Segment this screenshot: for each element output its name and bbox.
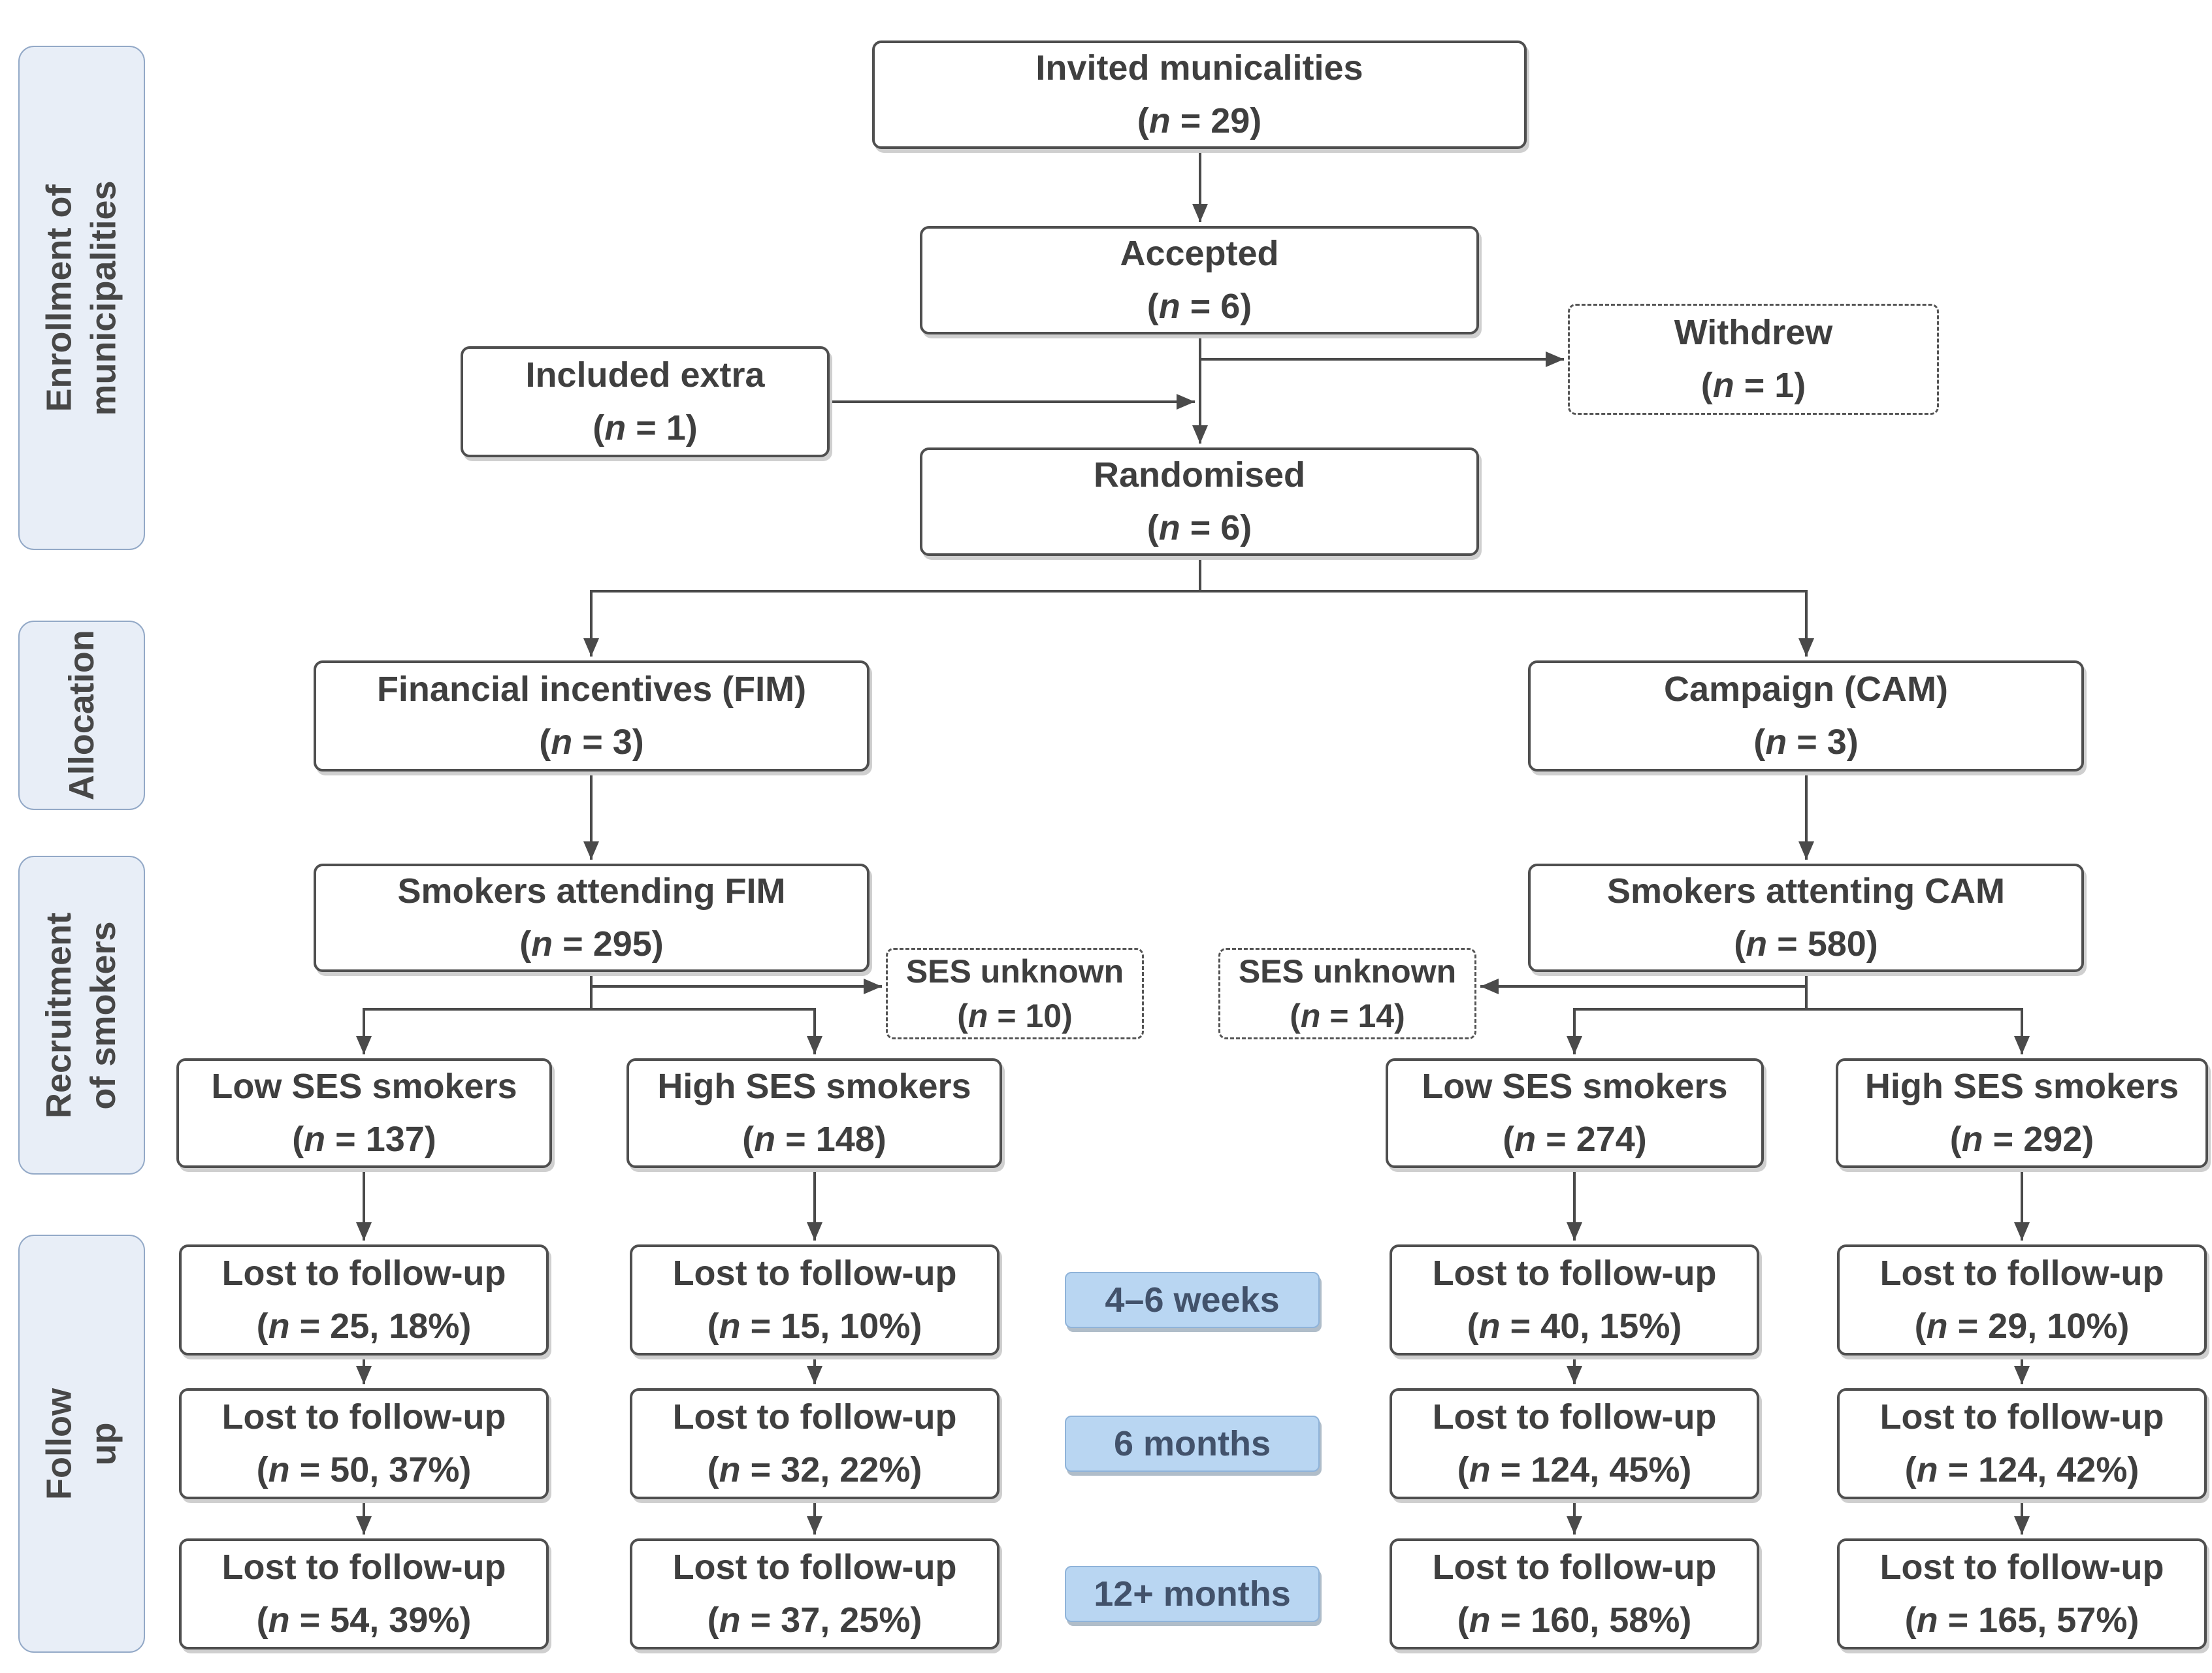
box-n: (n = 10) [957,998,1073,1034]
box-label: SES unknown [905,953,1124,990]
box-label: Lost to follow-up [1432,1397,1717,1437]
box-label: Lost to follow-up [672,1548,957,1587]
stage-label: Allocation [61,630,101,801]
box-label: Lost to follow-up [221,1548,506,1587]
box-label: Low SES smokers [211,1067,517,1107]
box-n: (n = 29) [1137,101,1262,140]
timepoint-12-months: 12+ months [1065,1566,1320,1622]
box-label: Lost to follow-up [672,1254,957,1293]
box-n: (n = 124, 45%) [1457,1450,1692,1489]
box-label: High SES smokers [657,1067,971,1107]
box-smokers-attending-fim: Smokers attending FIM (n = 295) [314,864,870,972]
box-lost-followup-cam-high-12m: Lost to follow-up (n = 165, 57%) [1837,1538,2207,1649]
box-withdrew: Withdrew (n = 1) [1568,304,1939,415]
box-low-ses-smokers-fim: Low SES smokers (n = 137) [176,1058,552,1168]
box-label: Smokers attending FIM [397,871,786,911]
box-label: Accepted [1120,234,1279,274]
stage-label: Follow up [39,1388,123,1500]
box-n: (n = 50, 37%) [256,1450,472,1489]
box-lost-followup-fim-high-12m: Lost to follow-up (n = 37, 25%) [630,1538,1000,1649]
box-label: Withdrew [1674,313,1833,353]
box-ses-unknown-cam: SES unknown (n = 14) [1218,948,1476,1039]
stage-label: Recruitment of smokers [39,912,123,1118]
box-label: Lost to follow-up [1432,1254,1717,1293]
box-high-ses-smokers-fim: High SES smokers (n = 148) [626,1058,1002,1168]
box-included-extra: Included extra (n = 1) [461,346,830,457]
box-lost-followup-fim-low-6m: Lost to follow-up (n = 50, 37%) [179,1388,549,1499]
box-label: Financial incentives (FIM) [376,670,807,709]
box-n: (n = 3) [1753,723,1859,762]
box-label: Lost to follow-up [1879,1397,2164,1437]
box-campaign-cam: Campaign (CAM) (n = 3) [1528,660,2084,772]
box-randomised: Randomised (n = 6) [920,447,1479,556]
box-n: (n = 160, 58%) [1457,1600,1692,1640]
box-label: Lost to follow-up [221,1397,506,1437]
box-label: Campaign (CAM) [1664,670,1948,709]
box-label: Lost to follow-up [1879,1254,2164,1293]
box-n: (n = 6) [1147,508,1252,547]
timepoint-4-6-weeks: 4–6 weeks [1065,1272,1320,1328]
box-n: (n = 1) [1700,366,1806,405]
sidebar-stage-followup: Follow up [18,1235,145,1653]
box-n: (n = 295) [519,924,664,964]
box-lost-followup-cam-low-12m: Lost to follow-up (n = 160, 58%) [1390,1538,1759,1649]
box-accepted: Accepted (n = 6) [920,226,1479,334]
box-invited-municipalities: Invited municalities (n = 29) [872,41,1527,149]
box-lost-followup-fim-high-6m: Lost to follow-up (n = 32, 22%) [630,1388,1000,1499]
box-label: Lost to follow-up [221,1254,506,1293]
box-low-ses-smokers-cam: Low SES smokers (n = 274) [1386,1058,1764,1168]
box-n: (n = 25, 18%) [256,1307,472,1346]
box-n: (n = 32, 22%) [707,1450,922,1489]
box-n: (n = 14) [1290,998,1405,1034]
timepoint-6-months: 6 months [1065,1416,1320,1472]
box-ses-unknown-fim: SES unknown (n = 10) [886,948,1144,1039]
box-lost-followup-fim-low-12m: Lost to follow-up (n = 54, 39%) [179,1538,549,1649]
box-label: Randomised [1093,455,1306,495]
box-n: (n = 137) [292,1120,436,1159]
box-n: (n = 124, 42%) [1904,1450,2139,1489]
stage-label: Enrollment of municipalities [39,180,123,416]
box-n: (n = 29, 10%) [1914,1307,2130,1346]
box-smokers-attending-cam: Smokers attenting CAM (n = 580) [1528,864,2084,972]
box-label: Lost to follow-up [1879,1548,2164,1587]
box-n: (n = 580) [1734,924,1878,964]
box-n: (n = 6) [1147,287,1252,326]
box-n: (n = 165, 57%) [1904,1600,2139,1640]
box-n: (n = 40, 15%) [1467,1307,1682,1346]
box-lost-followup-cam-low-6m: Lost to follow-up (n = 124, 45%) [1390,1388,1759,1499]
box-lost-followup-fim-low-4-6w: Lost to follow-up (n = 25, 18%) [179,1244,549,1356]
box-lost-followup-cam-high-4-6w: Lost to follow-up (n = 29, 10%) [1837,1244,2207,1356]
box-label: Low SES smokers [1422,1067,1728,1107]
box-n: (n = 15, 10%) [707,1307,922,1346]
box-financial-incentives-fim: Financial incentives (FIM) (n = 3) [314,660,870,772]
sidebar-stage-enrollment: Enrollment of municipalities [18,46,145,550]
box-n: (n = 274) [1503,1120,1647,1159]
box-n: (n = 1) [593,408,698,447]
box-n: (n = 292) [1949,1120,2094,1159]
box-n: (n = 148) [742,1120,886,1159]
box-n: (n = 3) [539,723,644,762]
box-label: Lost to follow-up [1432,1548,1717,1587]
box-label: High SES smokers [1864,1067,2179,1107]
box-high-ses-smokers-cam: High SES smokers (n = 292) [1836,1058,2208,1168]
box-label: Invited municalities [1035,48,1363,88]
box-lost-followup-cam-low-4-6w: Lost to follow-up (n = 40, 15%) [1390,1244,1759,1356]
box-n: (n = 37, 25%) [707,1600,922,1640]
sidebar-stage-recruitment: Recruitment of smokers [18,856,145,1175]
box-label: Lost to follow-up [672,1397,957,1437]
sidebar-stage-allocation: Allocation [18,621,145,810]
box-label: Included extra [525,355,765,395]
box-label: SES unknown [1238,953,1457,990]
box-lost-followup-cam-high-6m: Lost to follow-up (n = 124, 42%) [1837,1388,2207,1499]
box-label: Smokers attenting CAM [1606,871,2006,911]
box-n: (n = 54, 39%) [256,1600,472,1640]
box-lost-followup-fim-high-4-6w: Lost to follow-up (n = 15, 10%) [630,1244,1000,1356]
